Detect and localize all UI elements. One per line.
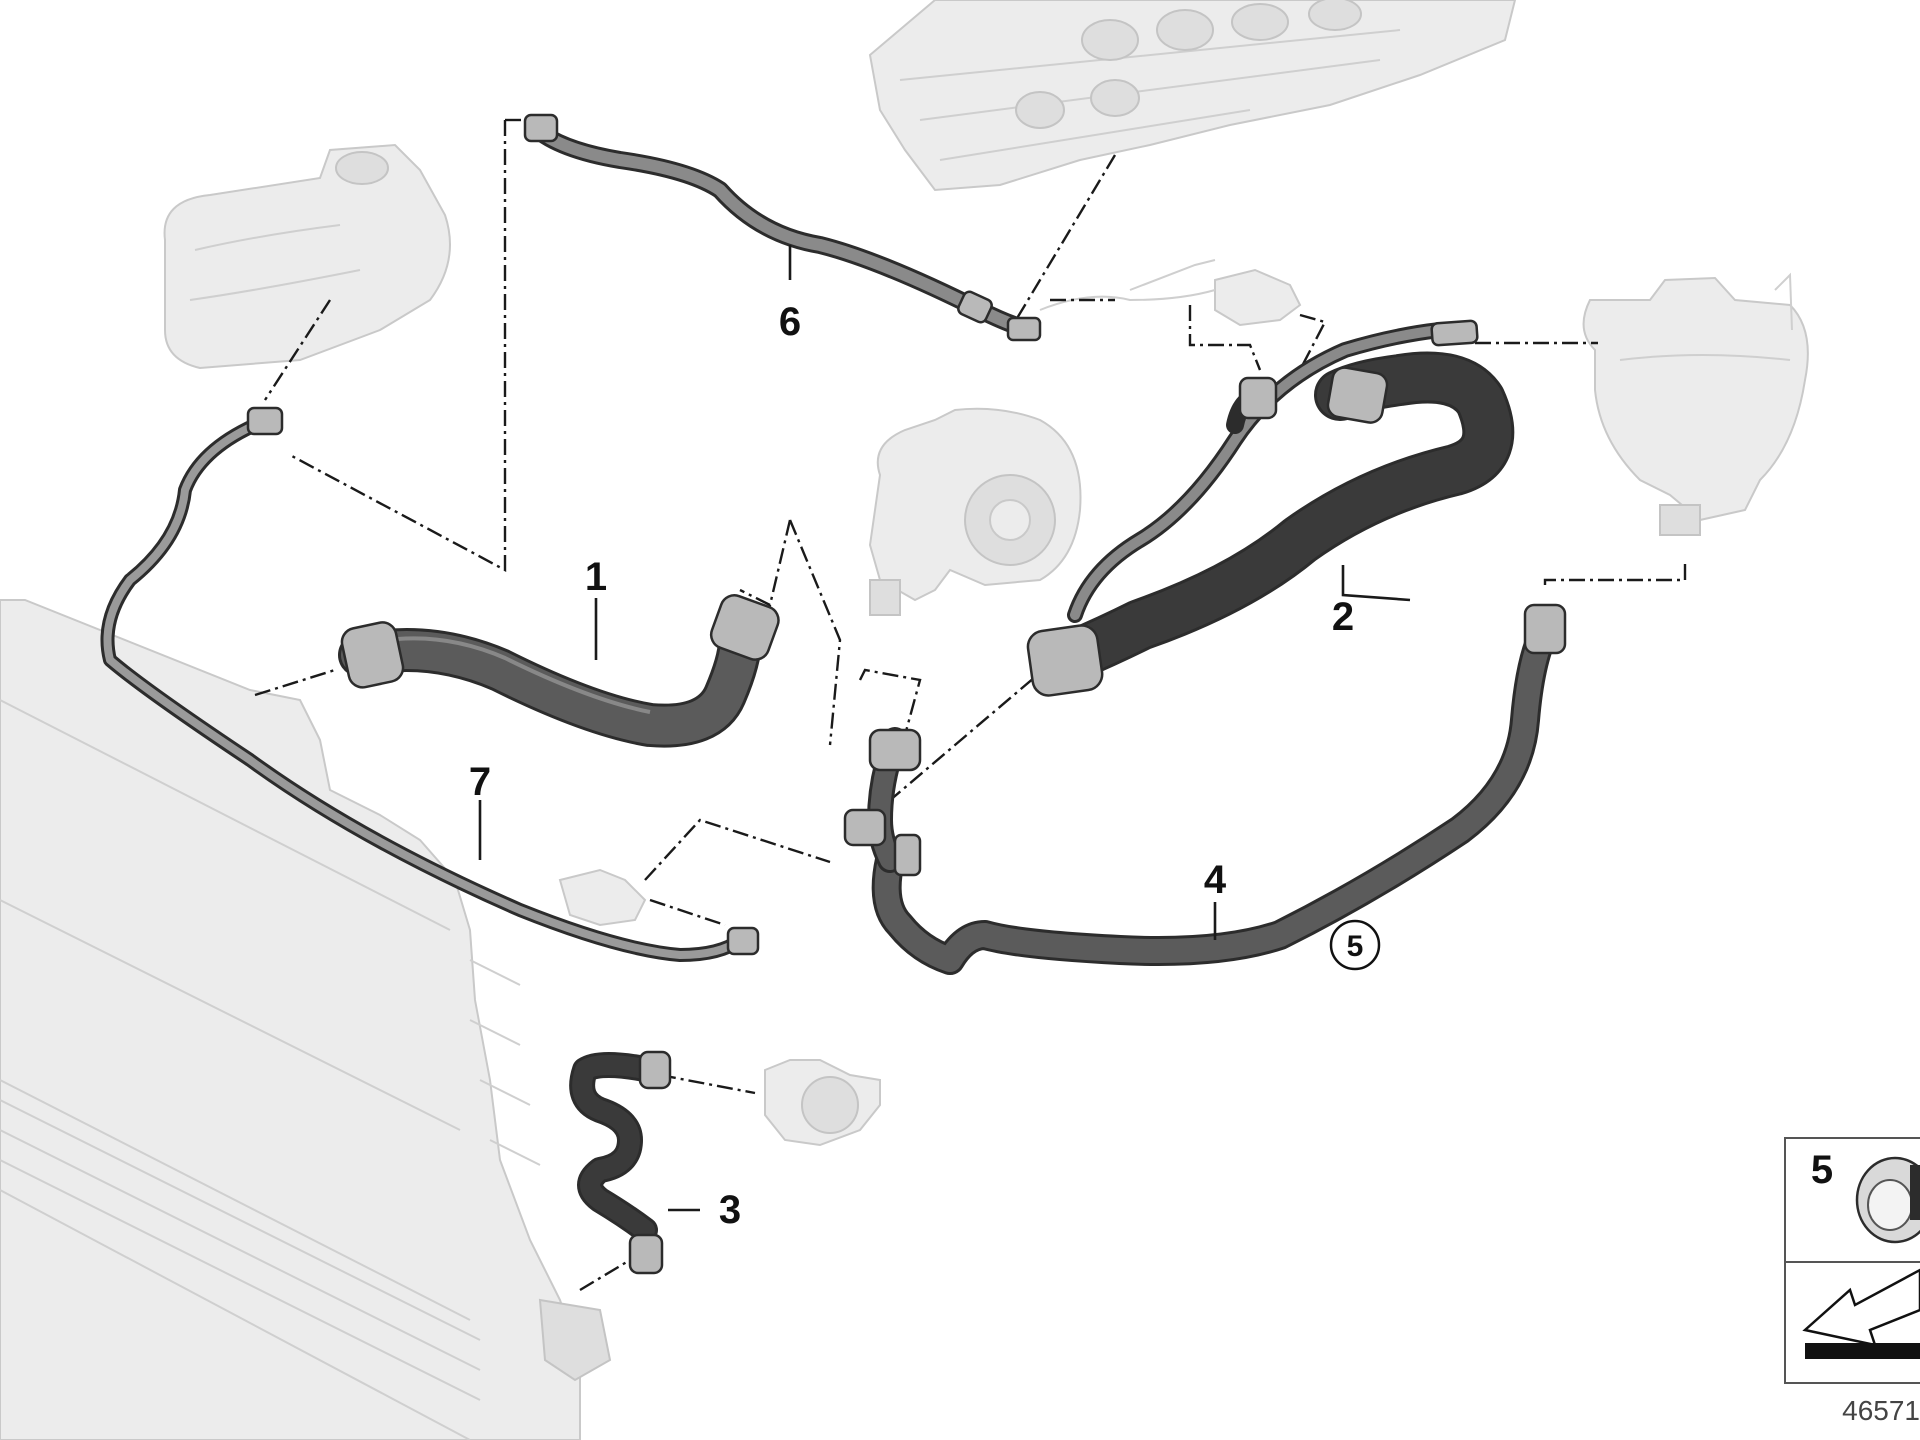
expansion-tank-left-ghost (163, 143, 451, 370)
callout-1: 1 (585, 555, 607, 599)
valve-upper-ghost (1039, 259, 1302, 327)
line-6 (523, 113, 1042, 342)
callout-pointers (478, 245, 1411, 1212)
hose-2-bleed-pipe (1067, 319, 1479, 623)
hose-4 (871, 603, 1567, 975)
hose-2-end-lower (1026, 624, 1104, 697)
hose-2-end-upper (1326, 366, 1389, 424)
water-pump-ghost (868, 407, 1082, 616)
t-connector (843, 727, 922, 877)
inset-clamp-label: 5 (1811, 1148, 1833, 1192)
valve-housing-ghost (558, 868, 647, 927)
expansion-tank-right-ghost (1582, 272, 1809, 536)
callout-4: 4 (1204, 858, 1227, 902)
callout-6: 6 (779, 300, 801, 344)
hose-1 (338, 594, 780, 748)
callout-7: 7 (469, 760, 491, 804)
inset-clamp-illustration (1855, 1156, 1920, 1244)
cylinder-head-ghost (868, 0, 1517, 192)
radiator-ghost (0, 599, 612, 1440)
callout-5: 5 (1347, 930, 1364, 963)
callout-2: 2 (1332, 595, 1354, 639)
leader-lines (254, 118, 1687, 1292)
document-number: 46571 (1842, 1395, 1920, 1426)
hose-1-end-pump (709, 594, 780, 661)
inset-box: 5 (1784, 1137, 1920, 1384)
aux-pump-ghost (764, 1059, 881, 1147)
inset-arrow-icon (1802, 1268, 1920, 1359)
callout-3: 3 (719, 1188, 741, 1232)
callout-5-circled: 5 (1329, 919, 1381, 971)
hose-3 (569, 1050, 672, 1275)
hose-1-end-radiator (340, 621, 405, 689)
hose-2 (1026, 351, 1515, 697)
line-7 (100, 406, 760, 962)
